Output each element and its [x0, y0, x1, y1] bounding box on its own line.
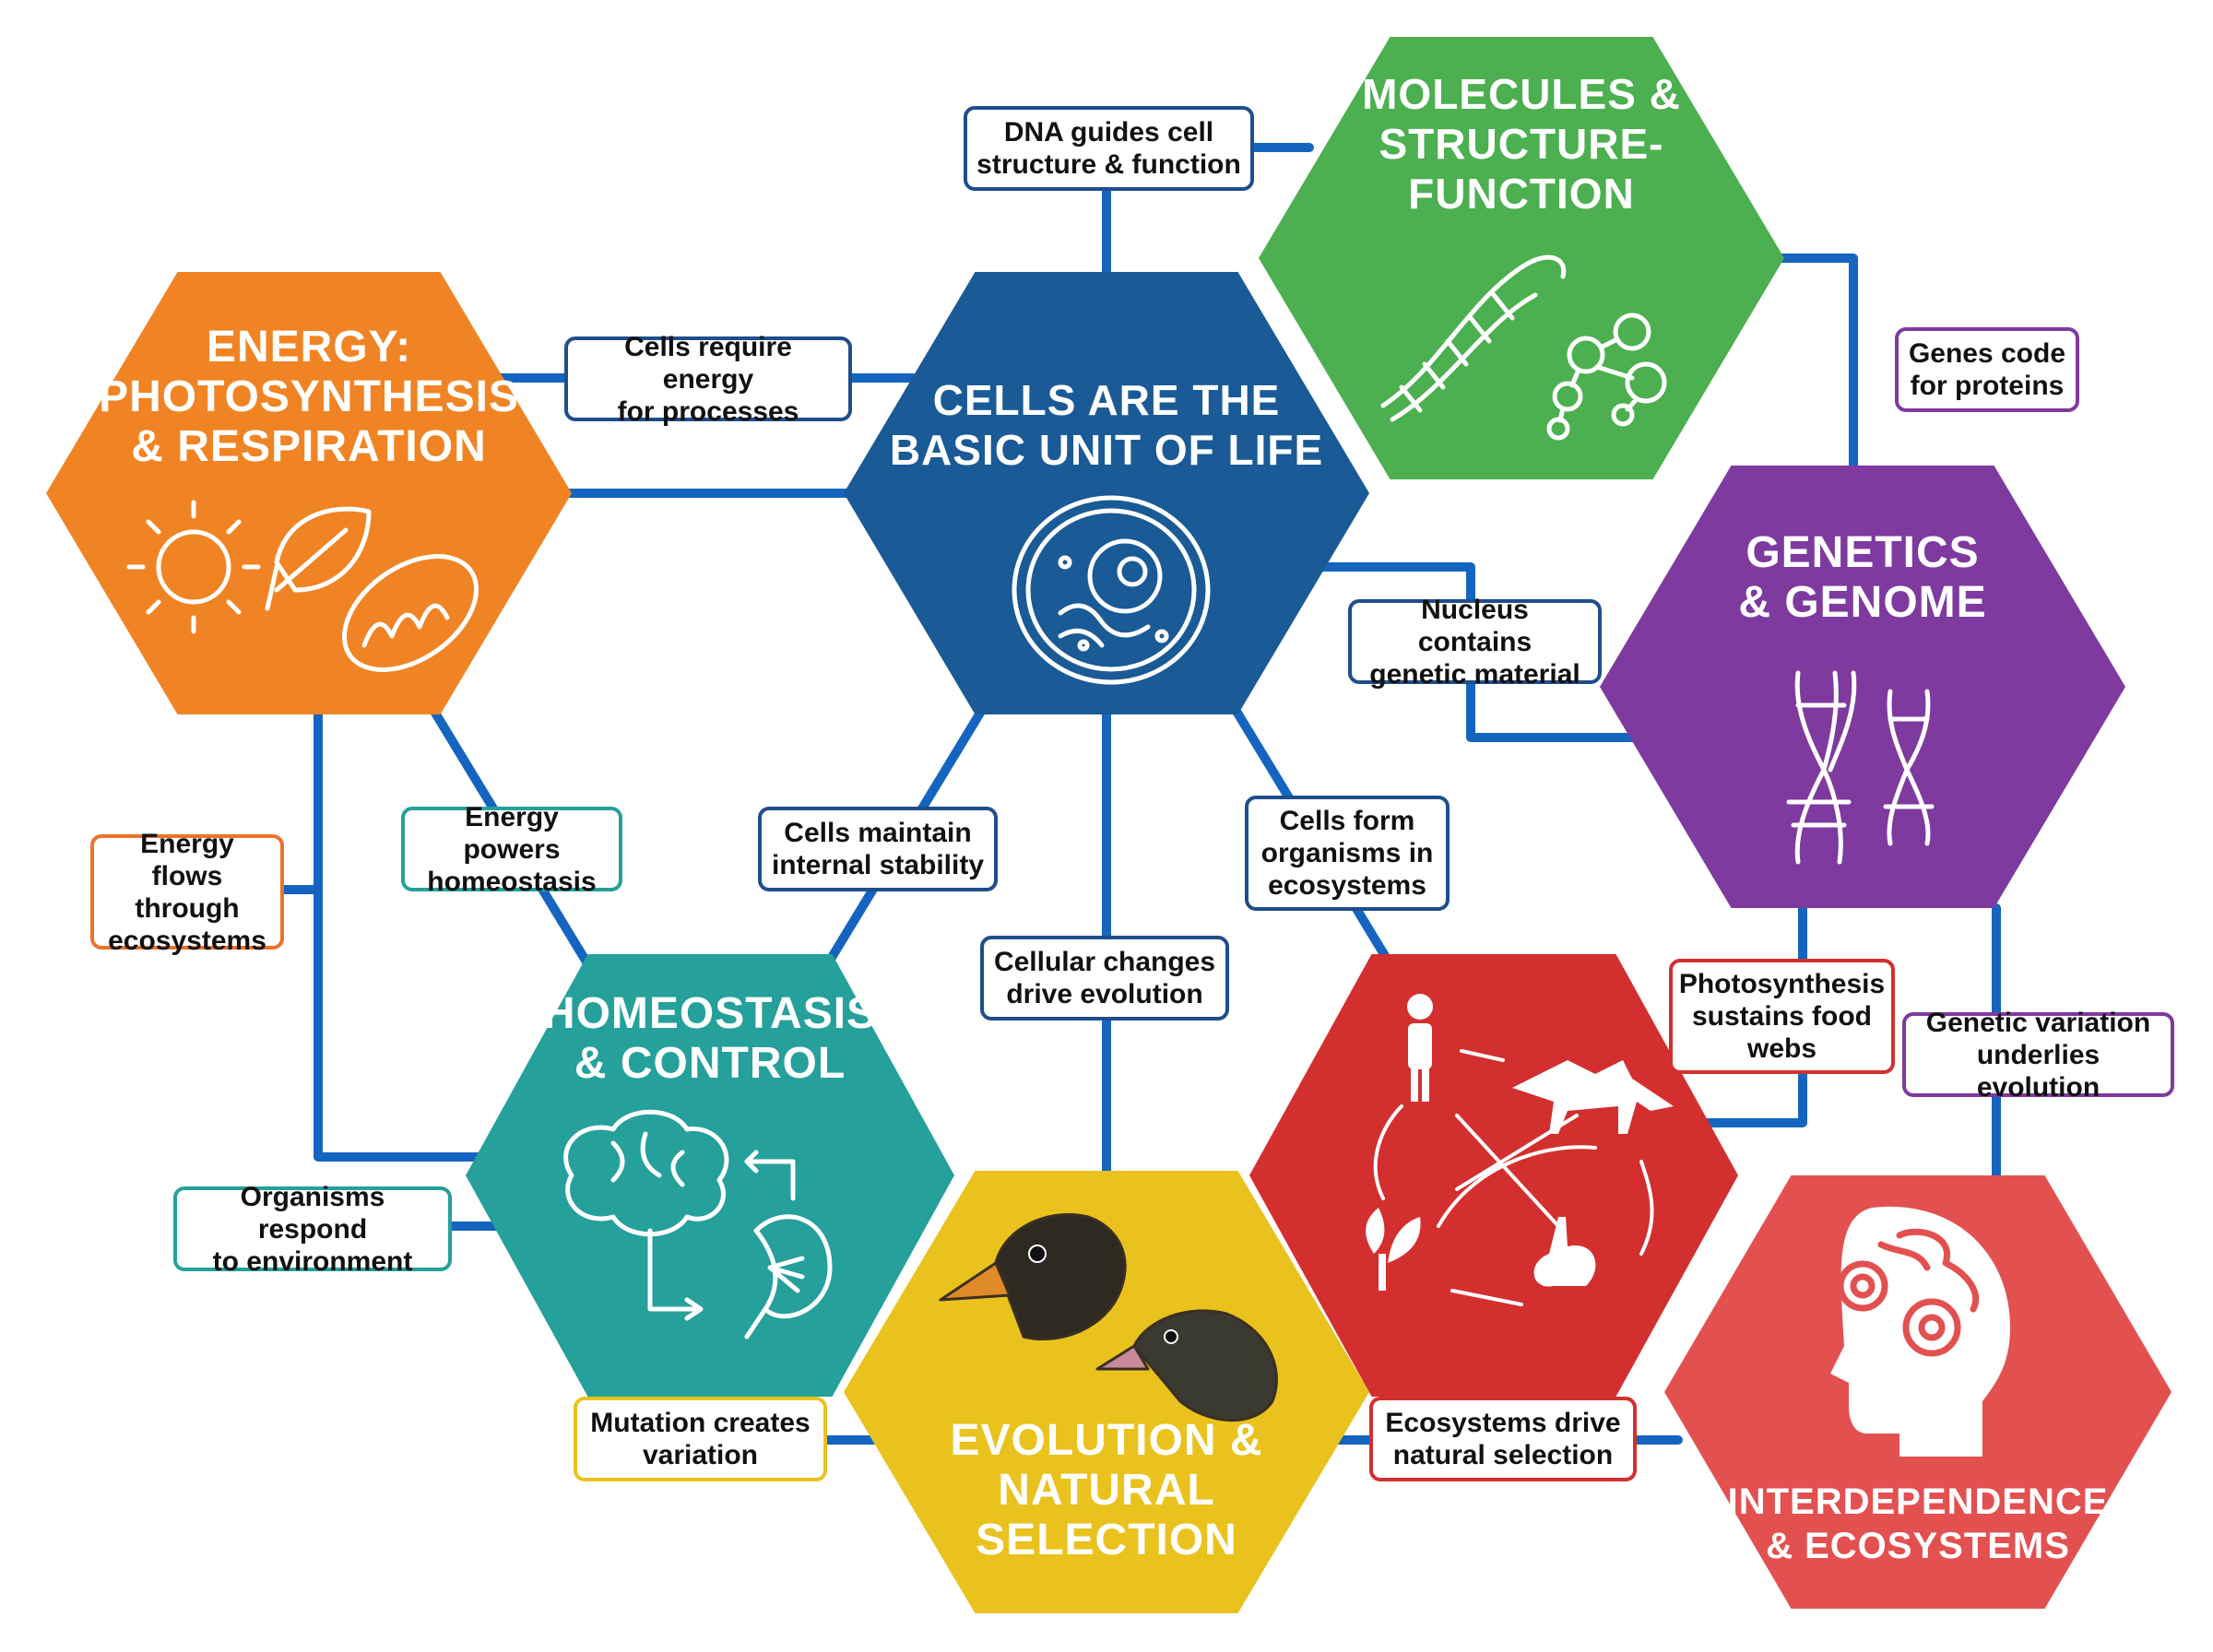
hexagon-title-energy: PHOTOSYNTHESIS [99, 372, 519, 421]
label-genetic-variation: Genetic variation underlies evolution [1902, 1008, 2174, 1103]
label-nucleus-contains: Nucleus contains genetic material [1348, 595, 1602, 690]
dna-molecule-icon [1380, 254, 1667, 441]
connector-energy-homeostasis [314, 696, 493, 1162]
label-energy-flows: Energy flows through ecosystems [90, 829, 284, 956]
hexagon-title-cells: BASIC UNIT OF LIFE [890, 426, 1323, 474]
label-cells-require-energy: Cells require energy for processes [564, 332, 852, 427]
hexagon-title-homeostasis: & CONTROL [574, 1039, 846, 1088]
label-cells-maintain: Cells maintain internal stability [758, 807, 998, 891]
label-mutation-creates: Mutation creates variation [574, 1397, 827, 1481]
hexagon-title-molecules: STRUCTURE- [1379, 120, 1664, 168]
hexagon-title-evolution: NATURAL [998, 1466, 1214, 1515]
gears-icon [1837, 1228, 1980, 1357]
label-ecosystems-drive: Ecosystems drive natural selection [1369, 1397, 1637, 1481]
hexagon-title-homeostasis: HOMEOSTASIS [543, 989, 877, 1038]
label-cells-form: Cells form organisms in ecosystems [1245, 796, 1450, 911]
label-photosynthesis-sustains: Photosynthesis sustains food webs [1669, 959, 1895, 1074]
hexagon-genetics [1600, 466, 2125, 908]
hexagon-energy [46, 272, 572, 714]
sun-leaf-mitochondria-icon [126, 500, 479, 673]
food-web-icon [1366, 994, 1674, 1291]
hexagon-title-genetics: & GENOME [1738, 578, 1986, 627]
label-energy-powers: Energy powers homeostasis [401, 802, 622, 897]
hexagon-homeostasis [466, 954, 954, 1397]
hexagon-layer [46, 37, 2172, 1613]
finch-icon [939, 1212, 1278, 1422]
label-organisms-respond: Organisms respond to environment [173, 1182, 452, 1277]
label-cellular-changes: Cellular changes drive evolution [980, 936, 1229, 1021]
hexagon-cells [844, 272, 1369, 714]
label-genes-code: Genes code for proteins [1895, 327, 2079, 412]
chromosome-icon [1786, 670, 1935, 865]
hexagon-title-genetics: GENETICS [1746, 528, 1979, 577]
hexagon-title-energy: & RESPIRATION [131, 422, 486, 471]
label-dna-guides: DNA guides cell structure & function [964, 106, 1254, 191]
hexagon-title-evolution: EVOLUTION & [950, 1416, 1262, 1465]
cell-icon [1012, 495, 1211, 685]
hexagon-title-molecules: FUNCTION [1408, 170, 1635, 218]
connector-molecules-genetics [1766, 254, 1858, 475]
hexagon-molecules [1259, 37, 1784, 479]
hexagon-title-molecules: MOLECULES & [1362, 70, 1681, 118]
icon-layer [126, 254, 2010, 1457]
hexagon-title-interdependence: & ECOSYSTEMS [1766, 1526, 2070, 1566]
hexagon-title-evolution: SELECTION [976, 1516, 1237, 1564]
hexagon-title-energy: ENERGY: [207, 323, 411, 372]
hexagon-title-cells: CELLS ARE THE [933, 376, 1281, 424]
food-web-arrows [1373, 1049, 1654, 1306]
brain-kidney-icon [563, 1109, 833, 1339]
hexagon-title-interdependence: INTERDEPENDENCE [1728, 1481, 2109, 1522]
